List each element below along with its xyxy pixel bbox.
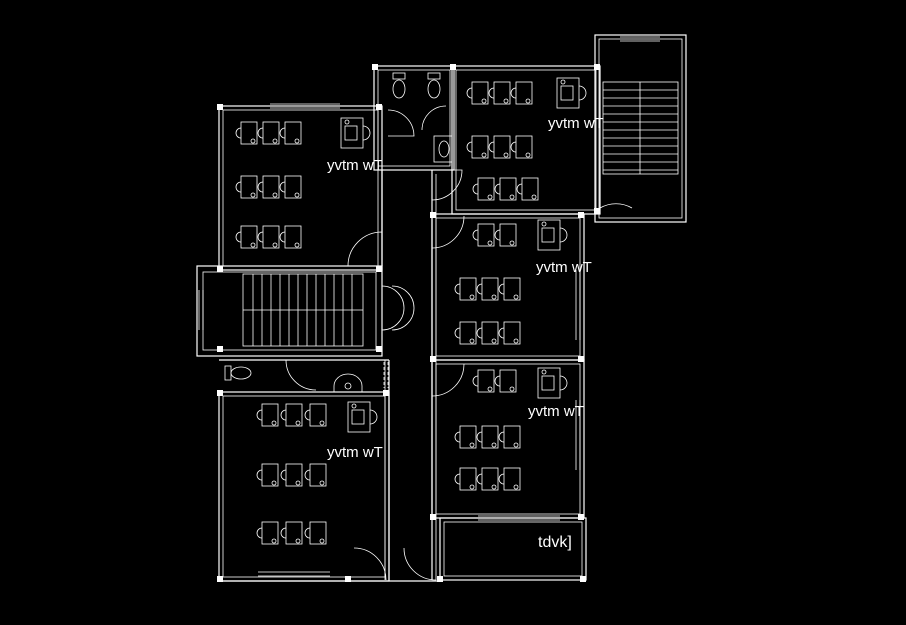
desk (476, 321, 499, 345)
desk (280, 403, 303, 427)
desk (279, 121, 302, 145)
desk (257, 121, 280, 145)
desk (494, 223, 517, 247)
desk (498, 425, 521, 449)
desk (454, 467, 477, 491)
desk (454, 425, 477, 449)
desk (498, 277, 521, 301)
walls (196, 34, 687, 582)
desk (510, 81, 533, 105)
manager-desk (537, 219, 568, 251)
desk (235, 175, 258, 199)
desk (476, 277, 499, 301)
desk (235, 225, 258, 249)
desk (466, 135, 489, 159)
desk (516, 177, 539, 201)
desk (510, 135, 533, 159)
desk (279, 225, 302, 249)
manager-desk (556, 77, 587, 109)
wash-basin (333, 373, 363, 392)
staircase (242, 273, 364, 347)
manager-desk (340, 117, 371, 149)
desk (476, 467, 499, 491)
desk (488, 81, 511, 105)
desk (454, 321, 477, 345)
desk (235, 121, 258, 145)
doors (285, 105, 633, 581)
room-labels: yvtm wT yvtm wT yvtm wT yvtm wT yvtm wT … (327, 115, 604, 551)
room-label-office-lower-right: yvtm wT (528, 403, 584, 420)
desk (494, 177, 517, 201)
staircase (602, 81, 679, 175)
desk (256, 403, 279, 427)
desk (476, 425, 499, 449)
desk (472, 369, 495, 393)
toilet (392, 72, 406, 99)
room-label-office-bottom-left: yvtm wT (327, 444, 383, 461)
manager-desk (347, 401, 378, 433)
desk (488, 135, 511, 159)
desk (498, 321, 521, 345)
desk (494, 369, 517, 393)
desk (466, 81, 489, 105)
desk (279, 175, 302, 199)
desk (280, 463, 303, 487)
desk (304, 521, 327, 545)
desk (472, 177, 495, 201)
desk (472, 223, 495, 247)
room-label-office-top-right: yvtm wT (548, 115, 604, 132)
desk (454, 277, 477, 301)
toilet (427, 72, 441, 99)
desk (257, 175, 280, 199)
manager-desk (537, 367, 568, 399)
room-label-office-top-left: yvtm wT (327, 157, 383, 174)
toilet (224, 365, 252, 381)
desk (257, 225, 280, 249)
room-label-office-mid-right: yvtm wT (536, 259, 592, 276)
desk (256, 521, 279, 545)
desk-group (235, 77, 587, 545)
wash-basin (433, 135, 453, 163)
desk (280, 521, 303, 545)
desk (498, 467, 521, 491)
room-label-store: tdvk] (538, 534, 572, 551)
desk (304, 463, 327, 487)
desk (256, 463, 279, 487)
desk (304, 403, 327, 427)
